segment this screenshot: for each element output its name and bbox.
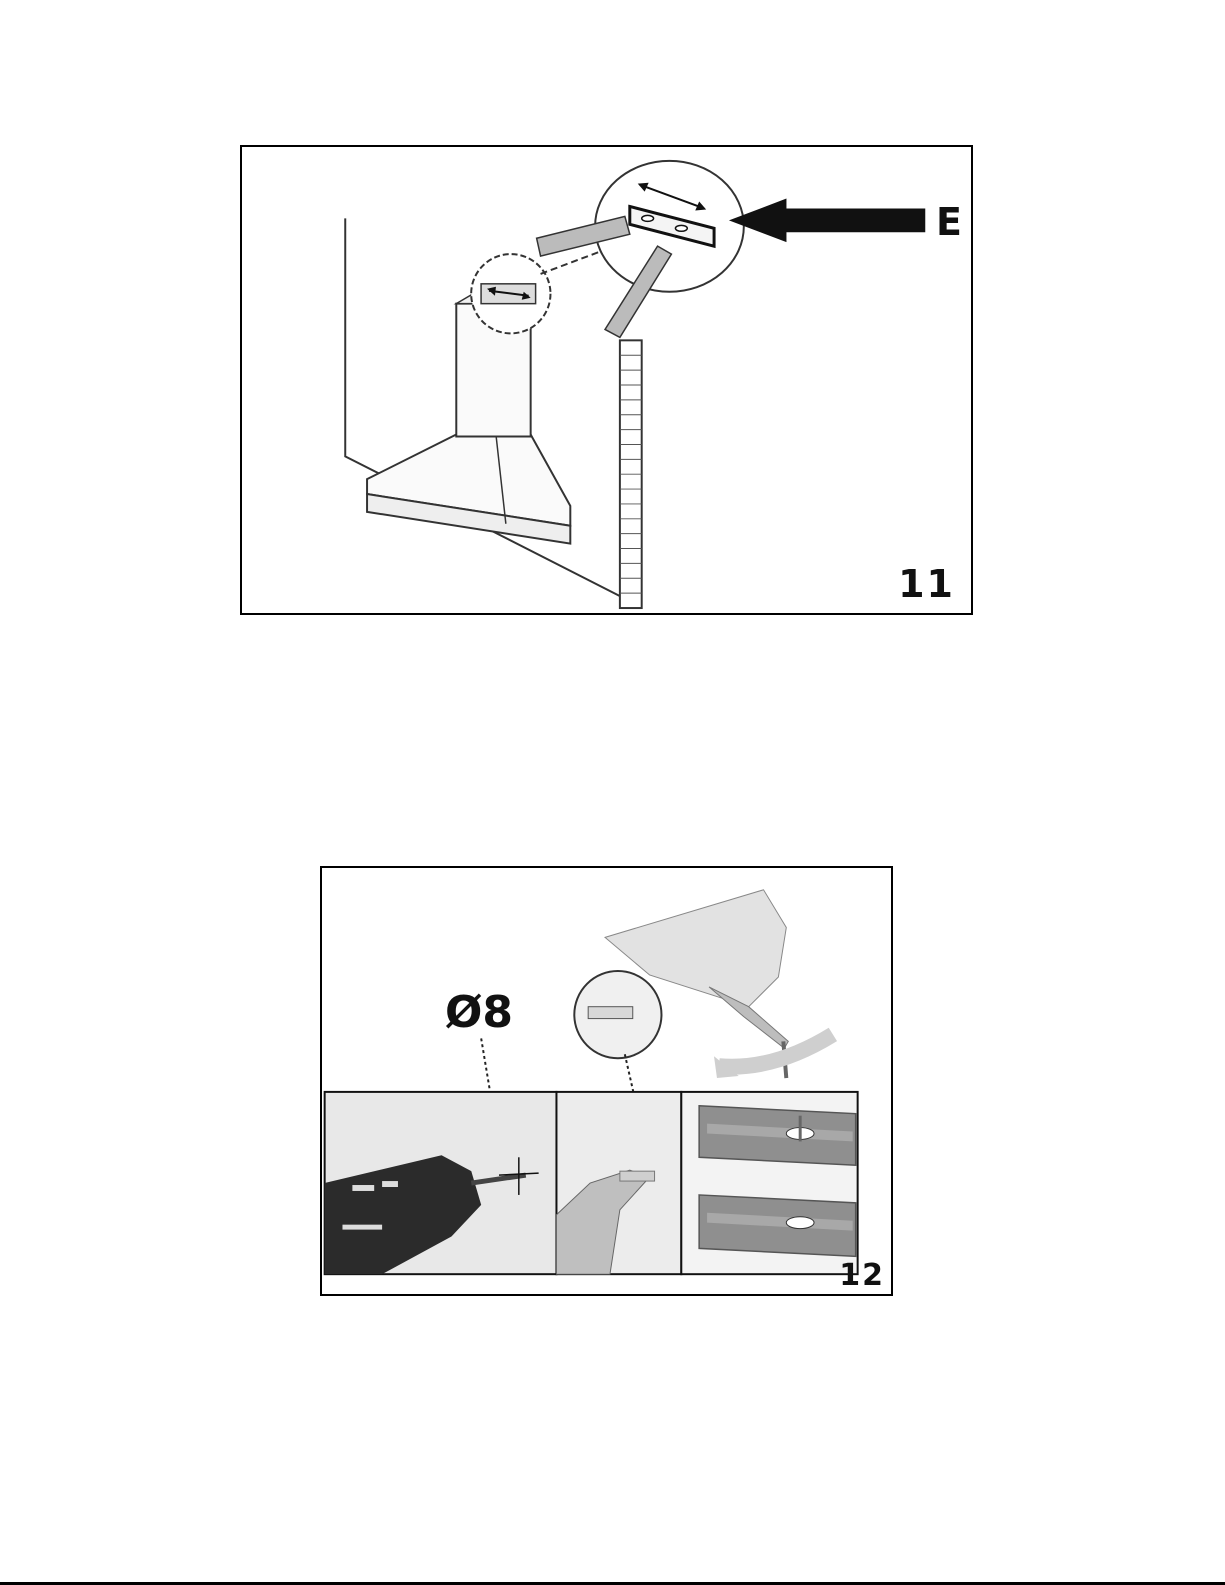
figure-12-number: 12 [839,1261,885,1291]
photo-strip [325,1092,858,1274]
callout-e-label: E [936,203,962,241]
figure-12-wall-fixing: Ø8 12 [320,866,893,1296]
fixing-photos [322,868,891,1294]
drill-diameter-label: Ø8 [445,991,513,1035]
hood-drawing [242,147,971,613]
figure-11-number: 11 [898,565,955,603]
figure-11-hood-installation: E 11 [240,145,973,615]
